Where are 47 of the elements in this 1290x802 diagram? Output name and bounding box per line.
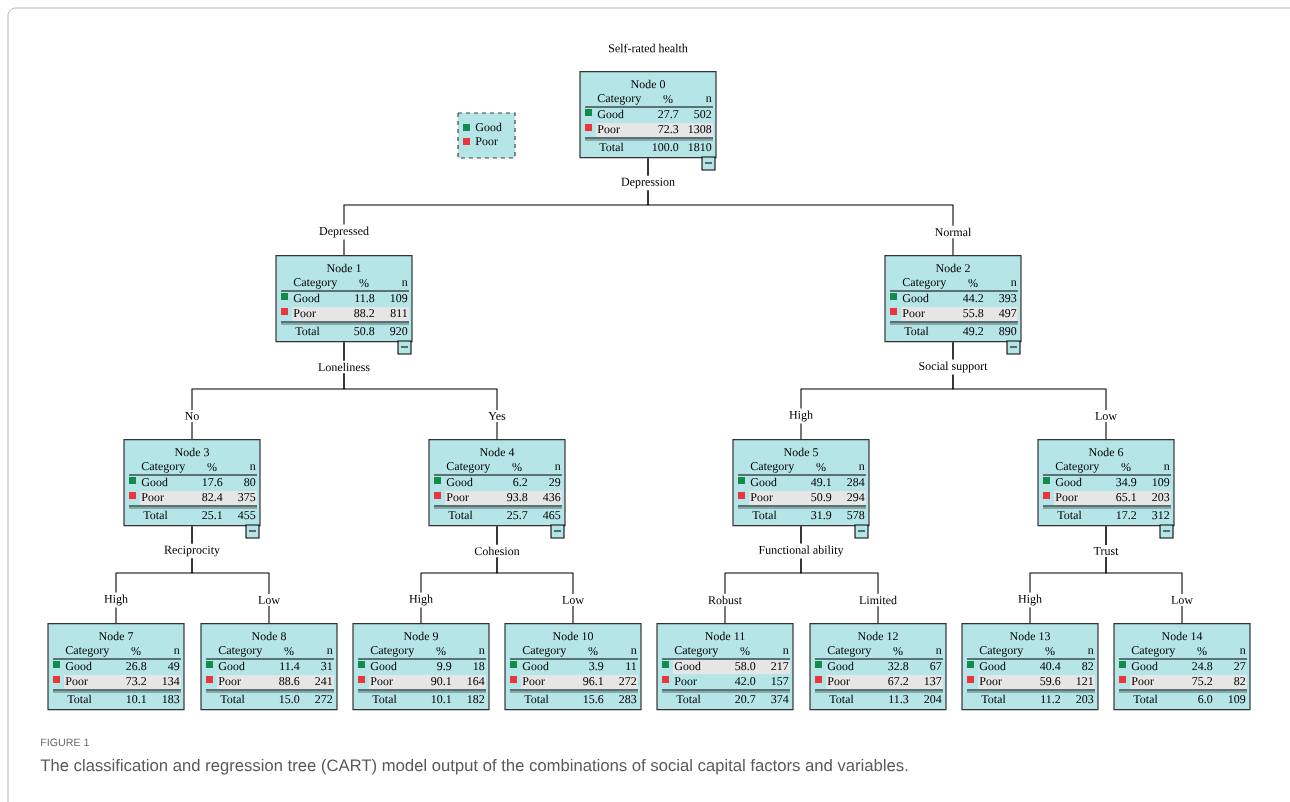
branch-label: Low bbox=[1169, 594, 1195, 606]
tree-branch-line bbox=[647, 157, 954, 256]
figure-caption: The classification and regression tree (CART) model output of the combinations of social capital factors and variables. bbox=[40, 758, 908, 775]
split-label: Functional ability bbox=[757, 543, 845, 559]
split-label: Social support bbox=[917, 359, 989, 375]
tree-node-box: Node 14 Category % n Good 24.8 27 Poor 75.2 82 Total 6.0 109 bbox=[1113, 623, 1251, 711]
branch-label: Low bbox=[1093, 410, 1119, 422]
branch-label: Limited bbox=[857, 593, 899, 607]
branch-label: High bbox=[102, 592, 130, 608]
tree-node-box: Node 3 Category % n Good 17.6 80 Poor 82.4 375 Total 25.1 455 bbox=[123, 439, 261, 539]
split-label: Cohesion bbox=[473, 544, 521, 558]
tree-node-box: Node 0 Category % n Good 27.7 502 Poor 72.3 1308 Total 100.0 1810 bbox=[579, 71, 717, 171]
tree-title: Self-rated health bbox=[609, 43, 688, 53]
branch-label: High bbox=[407, 592, 435, 608]
tree-branch-line bbox=[952, 341, 1107, 440]
tree-branch-line bbox=[496, 525, 574, 624]
split-label: Loneliness bbox=[316, 360, 372, 374]
branch-label: High bbox=[1016, 592, 1044, 608]
split-label: Reciprocity bbox=[162, 543, 222, 559]
tree-node-box: Node 12 Category % n Good 32.8 67 Poor 67.2 137 Total 11.3 204 bbox=[809, 623, 947, 711]
tree-node-box: Node 10 Category % n Good 3.9 11 Poor 96.1 272 Total 15.6 283 bbox=[504, 623, 642, 711]
split-label: Depression bbox=[619, 175, 677, 191]
branch-label: High bbox=[787, 408, 815, 424]
branch-label: No bbox=[183, 410, 201, 422]
branch-label: Low bbox=[560, 594, 586, 606]
tree-branch-line bbox=[1105, 525, 1183, 624]
figure-number: FIGURE 1 bbox=[41, 738, 89, 747]
split-label: Trust bbox=[1092, 545, 1120, 557]
tree-branch-line bbox=[343, 341, 498, 440]
tree-node-box: Node 4 Category % n Good 6.2 29 Poor 93.8 436 Total 25.7 465 bbox=[428, 439, 566, 539]
legend-box: Good Poor bbox=[457, 112, 516, 159]
tree-node-box: Node 6 Category % n Good 34.9 109 Poor 65.1 203 Total 17.2 312 bbox=[1037, 439, 1175, 539]
tree-node-box: Node 8 Category % n Good 11.4 31 Poor 88.6 241 Total 15.0 272 bbox=[200, 623, 338, 711]
tree-node-box: Node 7 Category % n Good 26.8 49 Poor 73.2 134 Total 10.1 183 bbox=[47, 623, 185, 711]
tree-node-box: Node 13 Category % n Good 40.4 82 Poor 59.6 121 Total 11.2 203 bbox=[961, 623, 1099, 711]
tree-node-box: Node 11 Category % n Good 58.0 217 Poor 42.0 157 Total 20.7 374 bbox=[656, 623, 794, 711]
tree-branch-line bbox=[191, 525, 270, 624]
tree-node-box: Node 1 Category % n Good 11.8 109 Poor 88.2 811 Total 50.8 920 bbox=[275, 255, 413, 355]
tree-branch-line bbox=[800, 525, 879, 624]
tree-node-box: Node 2 Category % n Good 44.2 393 Poor 55.8 497 Total 49.2 890 bbox=[884, 255, 1022, 355]
branch-label: Robust bbox=[706, 593, 744, 607]
branch-label: Depressed bbox=[317, 224, 371, 240]
branch-label: Normal bbox=[933, 225, 973, 239]
tree-node-box: Node 5 Category % n Good 49.1 284 Poor 50.9 294 Total 31.9 578 bbox=[732, 439, 870, 539]
branch-label: Yes bbox=[486, 410, 508, 422]
branch-label: Low bbox=[256, 594, 282, 606]
tree-node-box: Node 9 Category % n Good 9.9 18 Poor 90.1 164 Total 10.1 182 bbox=[352, 623, 490, 711]
